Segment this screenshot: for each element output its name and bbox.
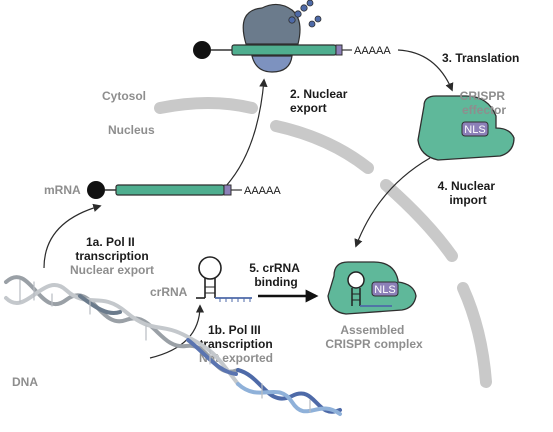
nuclear-envelope-segment <box>154 97 258 114</box>
mrna-strand <box>115 184 225 196</box>
ribosome-small-subunit <box>251 55 293 73</box>
mrna-cap <box>193 41 211 59</box>
nuclear-envelope-segment <box>270 120 374 174</box>
step-translation-label: 3. Translation <box>442 51 519 65</box>
ribosome-large-subunit <box>242 3 301 45</box>
crispr-effector-label: CRISPR effector <box>460 89 509 117</box>
nls-tag-label: NLS <box>464 124 485 136</box>
pol2-note: Nuclear export <box>70 263 154 277</box>
polya-tail-label: AAAAA <box>244 185 281 197</box>
assembled-complex-label: Assembled CRISPR complex <box>325 323 423 351</box>
nls-tag <box>461 121 489 137</box>
step-nuclear-import-label: 4. Nuclear import <box>438 179 499 207</box>
translating-mrna: AAAAA <box>193 0 391 73</box>
mrna-cap <box>87 181 105 199</box>
crrna-label: crRNA <box>150 285 188 299</box>
step-pol3-label: 1b. Pol III transcription <box>199 323 272 351</box>
polya-tail-label: AAAAA <box>354 45 391 57</box>
assembled-crispr-complex: NLS <box>327 261 417 315</box>
nuclear-envelope <box>154 97 492 388</box>
nuclear-envelope-segment <box>380 179 458 262</box>
pol2-transcription-arrow <box>43 203 102 269</box>
nuclear-import-arrow <box>354 157 431 248</box>
mrna-strand <box>231 44 337 56</box>
step-nuclear-export-label: 2. Nuclear export <box>290 87 351 115</box>
dna-double-helix <box>4 275 342 416</box>
step-pol2-label: 1a. Pol II transcription <box>75 235 148 263</box>
nuclear-export-arrow <box>225 78 268 187</box>
crrna-molecule: crRNA <box>150 256 252 302</box>
nascent-peptide <box>288 0 322 28</box>
crispr-effector-protein: NLS <box>417 95 515 161</box>
nuclear-envelope-segment <box>457 282 492 388</box>
nucleus-label: Nucleus <box>108 123 155 137</box>
pol3-note: Not exported <box>199 351 273 365</box>
dna-label: DNA <box>12 375 38 389</box>
cytosol-label: Cytosol <box>102 89 146 103</box>
translation-arrow <box>397 49 454 92</box>
nls-tag-label: NLS <box>374 284 395 296</box>
nls-tag <box>371 281 399 297</box>
step-crrna-binding-label: 5. crRNA binding <box>249 261 303 289</box>
mrna-label: mRNA <box>44 183 81 197</box>
nuclear-mrna: mRNA AAAAA <box>44 181 281 199</box>
